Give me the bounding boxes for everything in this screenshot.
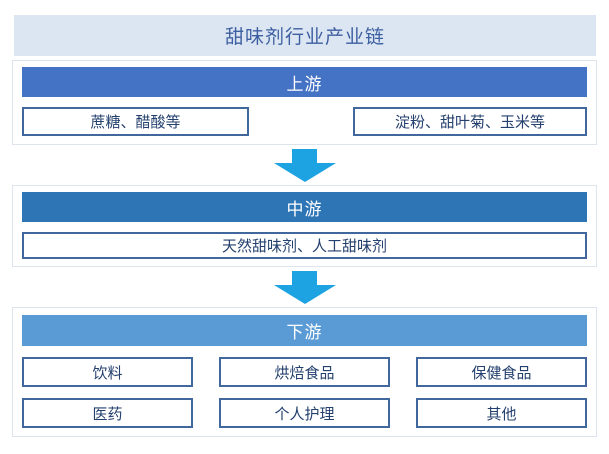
node-health-food: 保健食品 — [416, 357, 587, 387]
node-pharmaceuticals: 医药 — [22, 398, 193, 428]
section-header-upstream: 上游 — [22, 67, 587, 97]
node-sweetener-products: 天然甜味剂、人工甜味剂 — [22, 232, 587, 259]
section-upstream: 上游 蔗糖、醋酸等 淀粉、甜叶菊、玉米等 — [12, 60, 597, 145]
node-raw-materials-right: 淀粉、甜叶菊、玉米等 — [353, 107, 587, 136]
midstream-node-row: 天然甜味剂、人工甜味剂 — [22, 232, 587, 259]
node-beverages: 饮料 — [22, 357, 193, 387]
down-arrow-icon — [273, 149, 336, 182]
diagram-title: 甜味剂行业产业链 — [14, 15, 596, 56]
downstream-node-grid: 饮料 烘焙食品 保健食品 医药 个人护理 其他 — [22, 357, 587, 428]
down-arrow-icon — [273, 271, 336, 304]
upstream-node-row: 蔗糖、醋酸等 淀粉、甜叶菊、玉米等 — [22, 107, 587, 136]
node-personal-care: 个人护理 — [219, 398, 390, 428]
node-baked-goods: 烘焙食品 — [219, 357, 390, 387]
down-arrow-head — [273, 163, 336, 182]
down-arrow-head — [273, 285, 336, 304]
down-arrow-stem — [292, 149, 317, 163]
node-raw-materials-left: 蔗糖、醋酸等 — [22, 107, 249, 136]
node-other: 其他 — [416, 398, 587, 428]
section-header-downstream: 下游 — [22, 315, 587, 346]
section-downstream: 下游 饮料 烘焙食品 保健食品 医药 个人护理 其他 — [12, 307, 597, 437]
down-arrow-stem — [292, 271, 317, 285]
section-midstream: 中游 天然甜味剂、人工甜味剂 — [12, 185, 597, 267]
section-header-midstream: 中游 — [22, 192, 587, 222]
